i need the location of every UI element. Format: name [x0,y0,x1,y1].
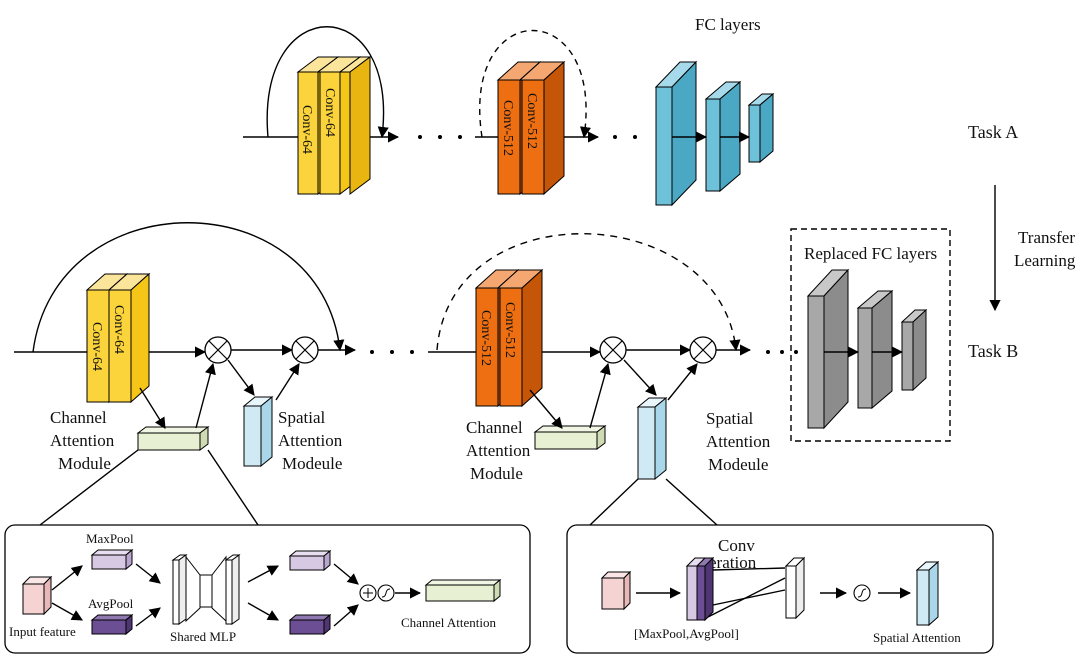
shared-mlp-label: Shared MLP [170,629,236,644]
channel-attention-output-label: Channel Attention [401,615,496,630]
conv-line-2 [712,589,786,606]
mlp-out-max-box [288,549,332,572]
top-skip-arc-1 [266,26,389,139]
sigmoid-node-1 [377,584,395,602]
sam1-label-line2: Attention [278,431,343,450]
bottom-conv512-block: Conv-512 Conv-512 [474,268,544,408]
spatial-input-cube [600,570,632,611]
spatial-attention-box-1 [242,395,274,468]
input-feature-cube [21,575,53,616]
replaced-fc-title: Replaced FC layers [804,244,937,263]
bottom-conv512-label-b: Conv-512 [502,302,517,358]
bottom-network: Conv-64 Conv-64 Channel [14,222,1018,483]
avgpool-box [90,613,134,636]
fc-layers-title: FC layers [695,15,761,34]
spatial-attention-detail: Conv operation [MaxPool,AvgPool] [566,478,994,654]
channel-attention-box-1 [136,426,210,451]
top-conv64-block: Conv-64 Conv-64 [296,56,372,195]
top-conv64-label-b: Conv-64 [322,88,337,137]
bottom-skip-arc-2 [436,233,741,352]
channel-attention-detail: Input feature MaxPool AvgPool [4,449,531,654]
replaced-fc-layers: Replaced FC layers [790,228,951,442]
multiply-node-1 [204,336,232,364]
conv-line-3 [707,577,786,618]
top-conv512-label-b: Conv-512 [524,93,539,149]
mlp-out-avg-box [288,613,332,636]
task-b-label: Task B [968,341,1018,361]
transfer-label-line1: Transfer [1018,228,1075,247]
bottom-ellipsis-1 [370,350,414,354]
transfer-learning: Transfer Learning [989,185,1076,312]
task-a-label: Task A [968,122,1018,142]
bottom-conv512-label-a: Conv-512 [478,310,493,366]
top-ellipsis-1 [418,135,462,139]
top-fc-layers [654,60,775,207]
cam1-label-line2: Attention [50,431,115,450]
top-conv64-label-a: Conv-64 [299,105,314,154]
sam1-label-line3: Modeule [282,454,342,473]
multiply-node-3 [599,336,627,364]
conv-line-1 [712,567,786,571]
bottom-conv64-label-a: Conv-64 [89,322,104,371]
transfer-label-line2: Learning [1014,251,1076,270]
sam2-label-line2: Attention [706,432,771,451]
bottom-skip-arc-1 [32,222,345,353]
maxpool-label: MaxPool [86,531,134,546]
bottom-ellipsis-2 [766,350,798,354]
sigmoid-node-2 [853,584,871,602]
multiply-node-2 [291,336,319,364]
shared-mlp [171,554,241,625]
spatial-attention-output-label: Spatial Attention [873,630,961,645]
cam2-label-line2: Attention [466,441,531,460]
sam1-label-line1: Spatial [278,408,325,427]
conv-operation-title-line1: Conv [718,536,755,555]
sum-node [359,584,377,602]
input-feature-label: Input feature [9,624,76,639]
channel-attention-output [424,578,502,603]
maxpool-box [90,548,134,571]
sam2-label-line1: Spatial [706,409,753,428]
bottom-conv64-block: Conv-64 Conv-64 [85,272,151,404]
cam1-label-line1: Channel [50,408,107,427]
cam2-label-line1: Channel [466,418,523,437]
top-ellipsis-2 [613,135,637,139]
top-network: Conv-64 Conv-64 Conv-512 Conv-512 [243,15,1018,207]
spatial-attention-output [915,560,940,627]
spatial-attention-box-2 [636,396,668,481]
cam1-label-line3: Module [58,454,111,473]
avgpool-label: AvgPool [88,596,134,611]
pool-maps-label: [MaxPool,AvgPool] [634,626,739,641]
cam2-label-line3: Module [470,464,523,483]
multiply-node-4 [689,336,717,364]
channel-attention-box-2 [533,425,607,450]
sam2-label-line3: Modeule [708,455,768,474]
top-conv512-label-a: Conv-512 [500,100,515,156]
bottom-conv64-label-b: Conv-64 [111,305,126,354]
top-skip-arc-2 [479,30,592,139]
pooled-maps [685,556,715,622]
top-conv512-block: Conv-512 Conv-512 [496,60,566,196]
conv-output-map [784,556,806,620]
